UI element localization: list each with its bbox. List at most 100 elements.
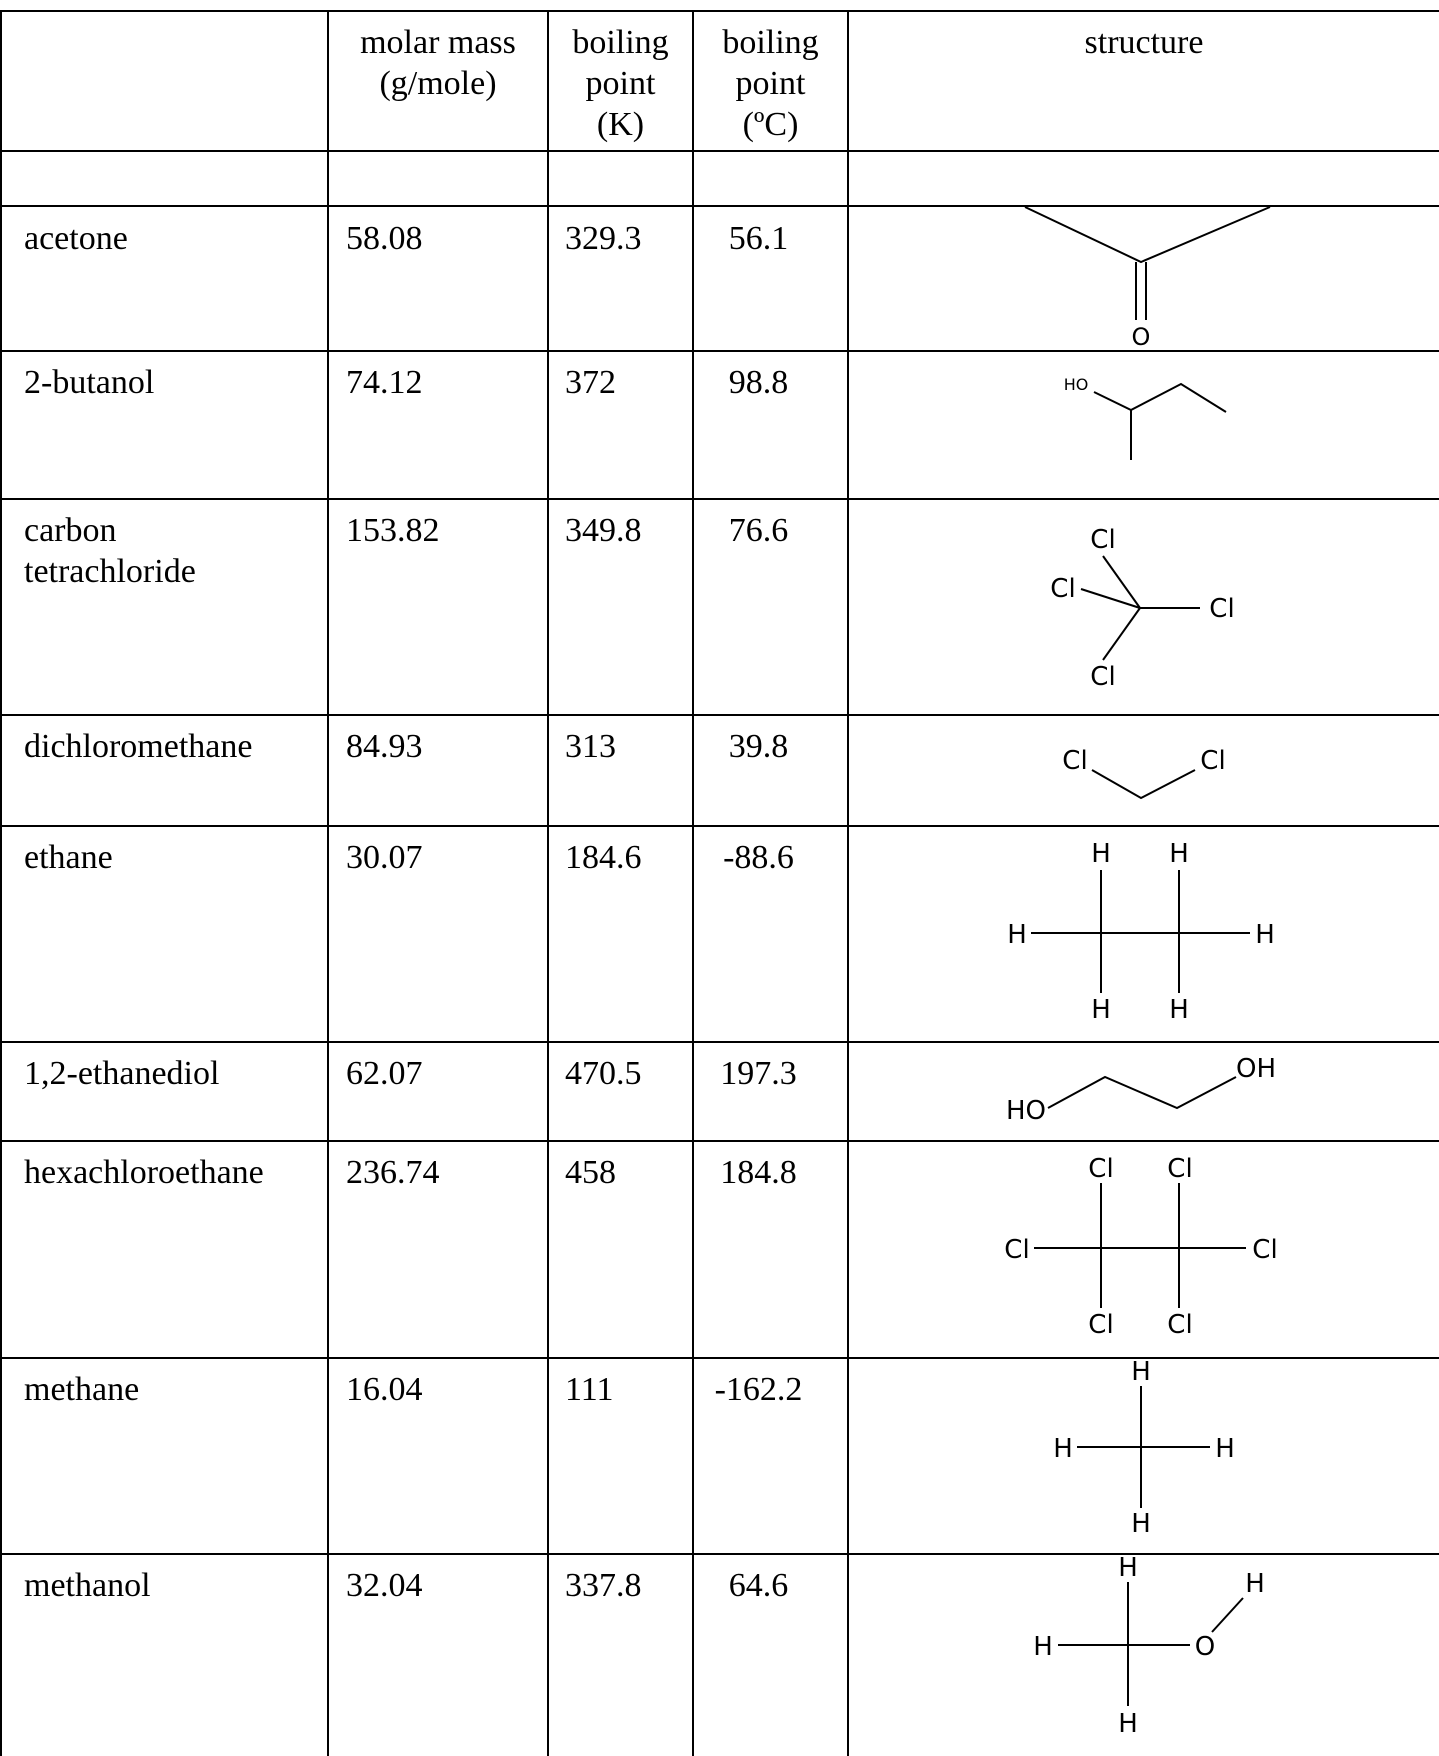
atom-label: H [1169,839,1189,869]
compound-name-line2: tetrachloride [24,553,196,590]
boiling-point-k-value: 313 [565,728,616,765]
molar-mass-value: 58.08 [346,220,423,257]
header-bp-c-line1: boiling [722,24,819,61]
atom-label: HO [1006,1096,1046,1126]
molar-mass-value: 30.07 [346,839,423,876]
boiling-point-k-value: 329.3 [565,220,642,257]
atom-label: Cl [1004,1235,1029,1265]
molar-mass-value: 153.82 [346,512,440,549]
atom-label: O [1132,323,1151,350]
boiling-point-k-value: 184.6 [565,839,642,876]
atom-label: H [1033,1632,1053,1662]
structure-dichloromethane: Cl Cl [850,714,1439,825]
table-border-row [0,1041,1439,1043]
molar-mass-value: 32.04 [346,1567,423,1604]
atom-label: H [1215,1434,1235,1464]
header-molar-mass-label: molar mass [360,24,516,61]
boiling-point-c-value: -88.6 [723,839,794,876]
header-bp-c-unit: (ºC) [742,106,799,143]
boiling-point-k-value: 458 [565,1154,616,1191]
atom-label: Cl [1167,1154,1192,1184]
structure-ethane: H H H H H H [850,825,1439,1041]
molar-mass-value: 84.93 [346,728,423,765]
table-border-header [0,150,1439,152]
compound-name: dichloromethane [24,728,253,765]
boiling-point-c-value: 64.6 [728,1567,789,1604]
table-column-divider [692,10,694,1756]
molar-mass-value: 16.04 [346,1371,423,1408]
boiling-point-c-value: 184.8 [720,1154,797,1191]
table-border-row [0,1140,1439,1142]
atom-label: H [1131,1357,1151,1387]
atom-label: H [1118,1553,1138,1583]
atom-label: Cl [1167,1310,1192,1340]
boiling-point-k-value: 470.5 [565,1055,642,1092]
atom-label: H [1131,1509,1151,1539]
molar-mass-value: 62.07 [346,1055,423,1092]
atom-label: Cl [1088,1310,1113,1340]
table-column-divider [847,10,849,1756]
header-bp-k-line1: boiling [572,24,669,61]
header-bp-k-unit: (K) [596,106,645,143]
structure-methane: H H H H [850,1357,1439,1553]
compound-name: 1,2-ethanediol [24,1055,220,1092]
structure-hexachloroethane: Cl Cl Cl Cl Cl Cl [850,1140,1439,1357]
atom-label: H [1053,1434,1073,1464]
compound-name: methanol [24,1567,151,1604]
header-bp-k-line2: point [585,65,656,102]
atom-label: H [1091,995,1111,1025]
structure-acetone: O [850,205,1439,350]
molar-mass-value: 236.74 [346,1154,440,1191]
table-border-row [0,350,1439,352]
atom-label: Cl [1088,1154,1113,1184]
compound-name: ethane [24,839,113,876]
boiling-point-k-value: 111 [565,1371,614,1408]
atom-label: Cl [1090,662,1115,692]
table-column-divider [327,10,329,1756]
boiling-point-c-value: -162.2 [714,1371,803,1408]
table-border-row [0,498,1439,500]
atom-label: H [1245,1569,1265,1599]
atom-label: H [1169,995,1189,1025]
header-molar-mass: molar mass (g/mole) [329,22,547,104]
atom-label: Cl [1209,594,1234,624]
atom-label: O [1195,1632,1215,1662]
table-border-row [0,714,1439,716]
boiling-point-c-value: 39.8 [728,728,789,765]
table-border-row [0,825,1439,827]
atom-label: H [1091,839,1111,869]
atom-label: Cl [1062,746,1087,776]
atom-label: Cl [1090,525,1115,555]
table-border-top [0,10,1439,12]
compound-name: 2-butanol [24,364,155,401]
atom-label: Cl [1050,574,1075,604]
structure-1-2-ethanediol: HO OH [850,1041,1439,1140]
header-bp-c-line2: point [735,65,806,102]
header-boiling-point-c: boiling point (ºC) [694,22,847,145]
boiling-point-c-value: 76.6 [728,512,789,549]
compound-name: hexachloroethane [24,1154,264,1191]
atom-label: Cl [1252,1235,1277,1265]
atom-label: H [1255,920,1275,950]
atom-label: Cl [1200,746,1225,776]
structure-methanol: H H H O H [850,1553,1439,1756]
boiling-point-c-value: 98.8 [728,364,789,401]
table-border-row [0,1553,1439,1555]
compound-name: carbon tetrachloride [24,510,196,592]
table-border-row [0,1357,1439,1359]
boiling-point-c-value: 197.3 [720,1055,797,1092]
compound-name: acetone [24,220,128,257]
atom-label: OH [1236,1054,1276,1084]
header-boiling-point-k: boiling point (K) [549,22,692,145]
compound-name-line1: carbon [24,512,117,549]
header-structure: structure [1084,24,1204,61]
header-molar-mass-unit: (g/mole) [379,65,497,102]
compound-name: methane [24,1371,140,1408]
table-column-divider [547,10,549,1756]
structure-2-butanol: HO [850,350,1439,498]
table-border-left [0,10,2,1756]
boiling-point-k-value: 349.8 [565,512,642,549]
boiling-point-c-value: 56.1 [728,220,789,257]
atom-label: H [1118,1709,1138,1739]
atom-label: H [1007,920,1027,950]
